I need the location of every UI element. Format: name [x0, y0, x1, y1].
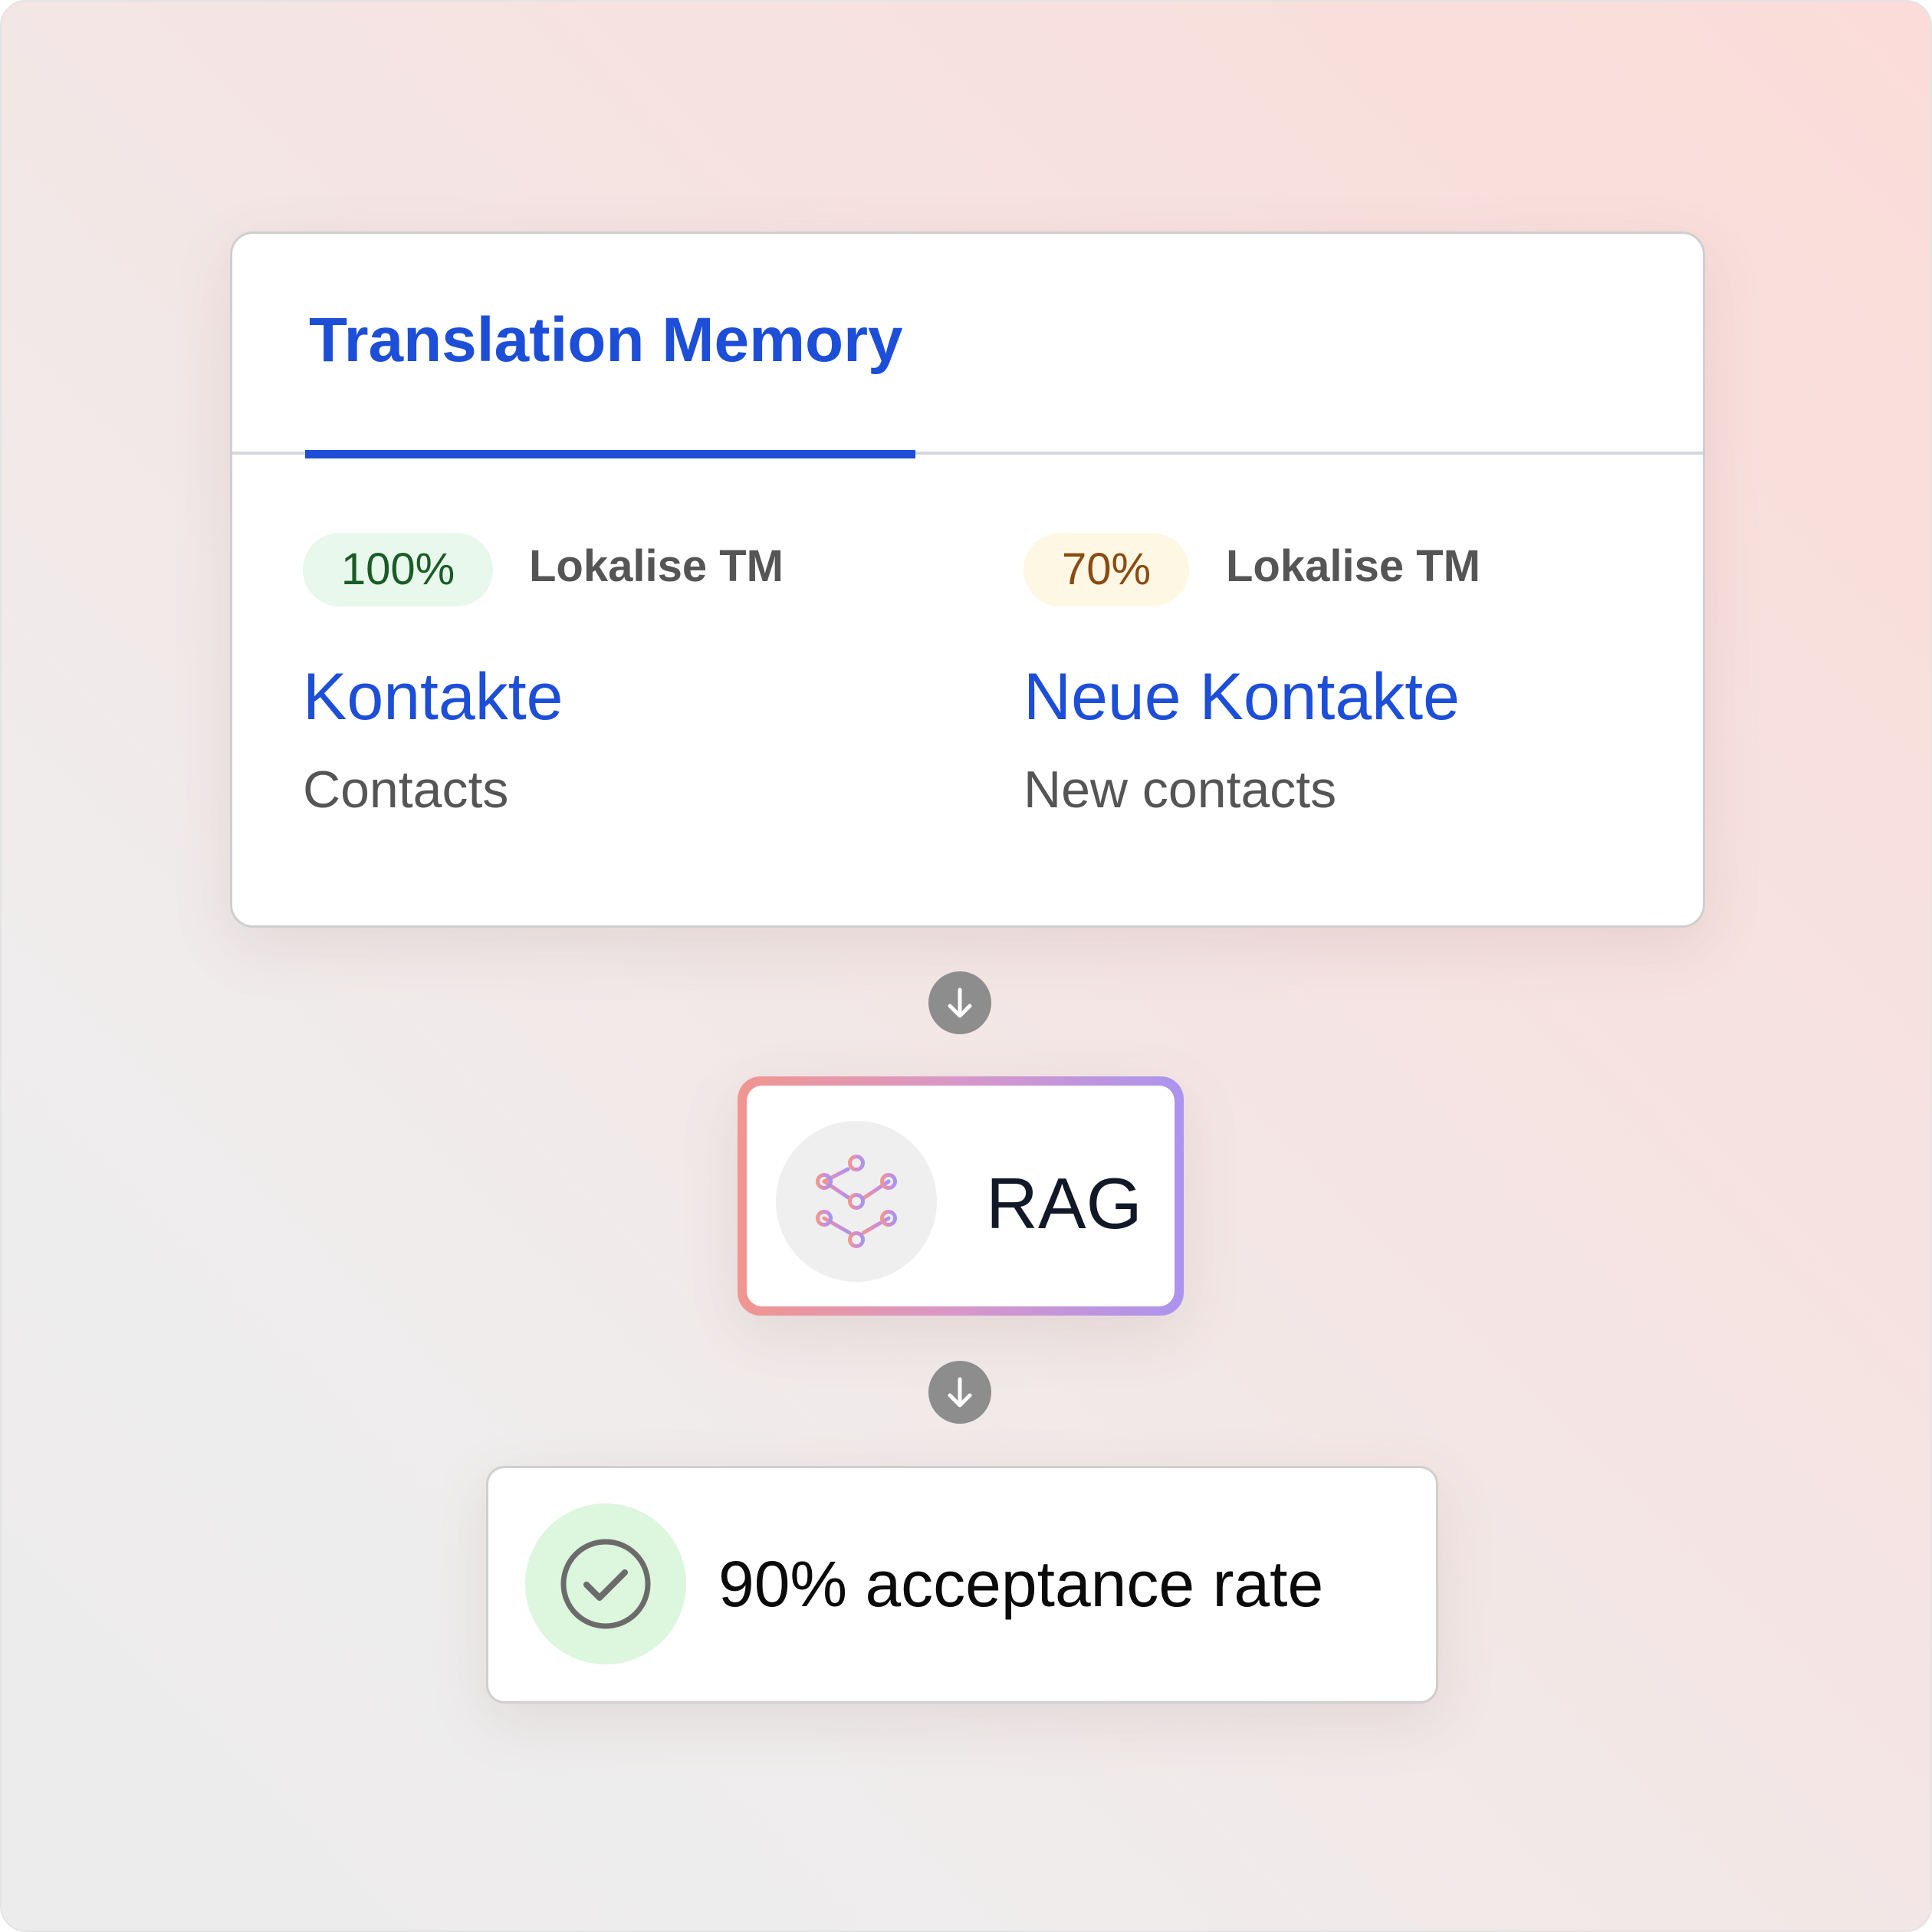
- acceptance-rate-card: 90% acceptance rate: [486, 1466, 1438, 1704]
- acceptance-rate-label: 90% acceptance rate: [718, 1548, 1324, 1620]
- match-translation-kontakte[interactable]: Kontakte: [303, 660, 564, 734]
- match-score-badge-100: 100%: [303, 533, 493, 606]
- tab-divider: [232, 452, 1703, 455]
- match-source-label: Lokalise TM: [1226, 541, 1480, 591]
- tab-translation-memory[interactable]: Translation Memory: [309, 305, 903, 375]
- active-tab-indicator: [305, 450, 915, 458]
- rag-card-body: RAG: [747, 1086, 1175, 1306]
- match-original-text: Contacts: [303, 761, 509, 819]
- network-nodes-icon: [776, 1121, 937, 1282]
- rag-step-card: RAG: [738, 1076, 1184, 1316]
- match-original-text: New contacts: [1024, 761, 1337, 819]
- check-circle-icon: [525, 1503, 686, 1664]
- match-score-badge-70: 70%: [1024, 533, 1189, 606]
- match-source-label: Lokalise TM: [529, 541, 784, 591]
- translation-memory-card: Translation Memory 100% Lokalise TM Kont…: [230, 232, 1705, 928]
- rag-label: RAG: [986, 1163, 1142, 1244]
- match-translation-neue-kontakte[interactable]: Neue Kontakte: [1024, 660, 1460, 734]
- arrow-down-icon: [928, 971, 991, 1034]
- arrow-down-icon: [928, 1361, 991, 1424]
